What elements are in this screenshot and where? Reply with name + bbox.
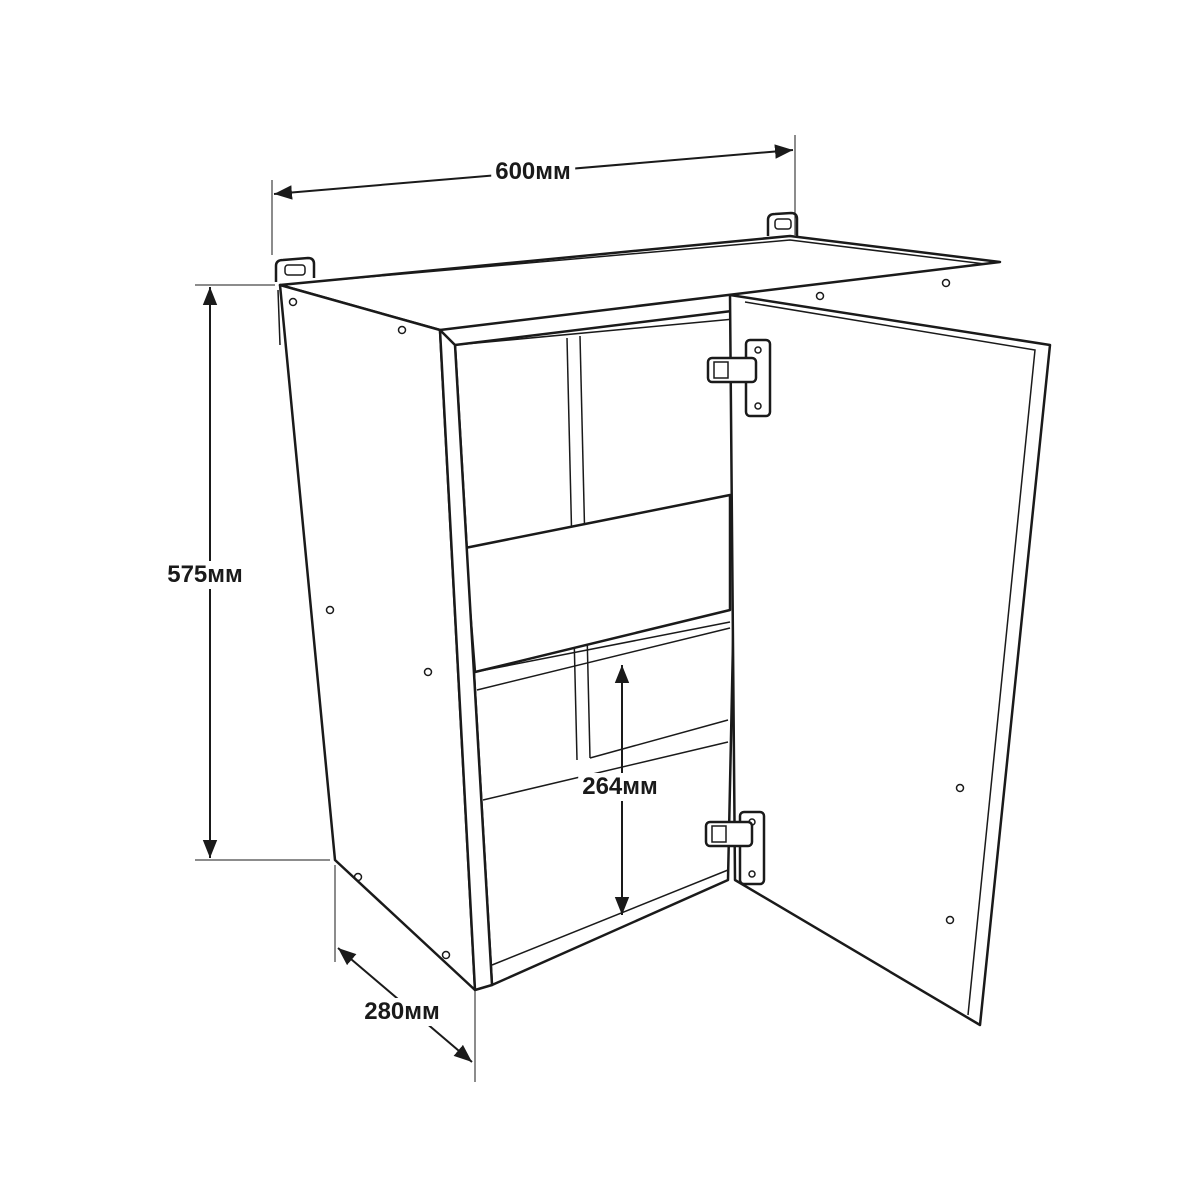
front-edge [438,328,494,992]
width-dimension [271,135,796,255]
mount-bracket-left [274,256,316,282]
width-label: 600мм [491,158,575,186]
height-label: 575мм [163,561,247,589]
inner-height-label: 264мм [578,773,662,801]
depth-label: 280мм [360,998,444,1026]
side-holes [288,278,951,960]
door[interactable] [728,293,1052,1027]
mount-bracket-right [766,211,799,236]
door-holes [945,783,965,925]
hinge-bottom [704,810,766,886]
hinge-top [706,338,772,418]
